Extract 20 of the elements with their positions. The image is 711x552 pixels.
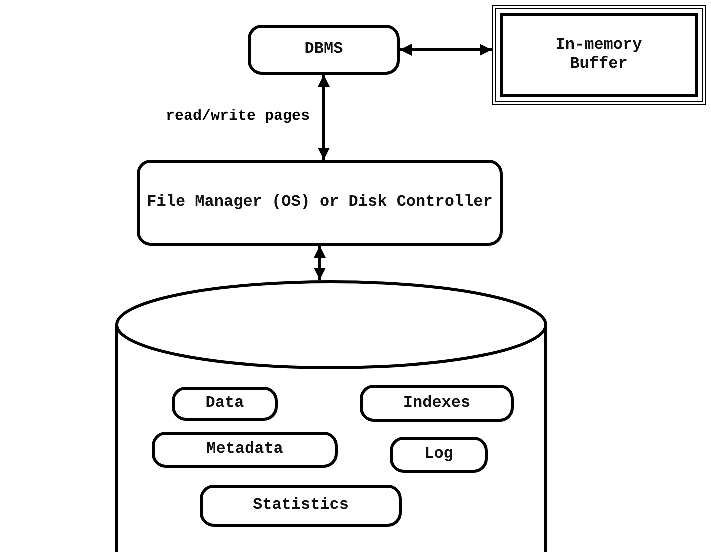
node-label: Indexes bbox=[403, 394, 471, 414]
storage-item bbox=[360, 385, 514, 422]
node-label: In-memory Buffer bbox=[554, 36, 644, 74]
node-label: DBMS bbox=[304, 40, 344, 60]
node-label: Metadata bbox=[206, 440, 284, 460]
arrow bbox=[314, 246, 326, 280]
node-label: Statistics bbox=[252, 496, 349, 516]
node-label: Log bbox=[424, 445, 454, 465]
storage-item bbox=[172, 387, 278, 421]
buffer-box bbox=[492, 5, 706, 105]
storage-item bbox=[390, 437, 488, 473]
database-cylinder bbox=[115, 280, 548, 552]
node-label: Data bbox=[206, 394, 244, 414]
storage-item bbox=[152, 432, 338, 468]
process-box bbox=[137, 160, 503, 246]
storage-item bbox=[200, 485, 402, 527]
arrow bbox=[400, 44, 492, 56]
node-label: File Manager (OS) or Disk Controller bbox=[147, 193, 493, 213]
process-box bbox=[248, 25, 400, 75]
arrow bbox=[318, 75, 330, 160]
